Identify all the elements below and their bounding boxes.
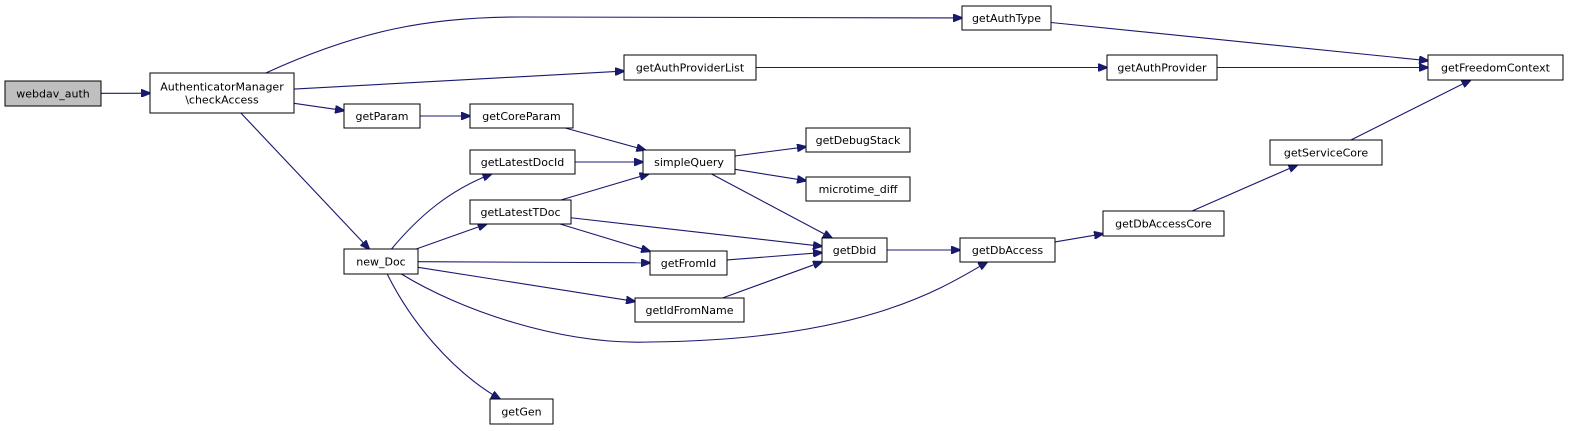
node-webdav_auth[interactable]: webdav_auth — [4, 80, 102, 107]
edge-checkAccess-to-getAuthProviderList — [293, 71, 624, 90]
node-getGen[interactable]: getGen — [489, 398, 554, 425]
node-box[interactable] — [649, 250, 728, 276]
node-box[interactable] — [805, 176, 911, 202]
edge-getCoreParam-to-simpleQuery — [565, 127, 645, 150]
node-getDbid[interactable]: getDbid — [821, 237, 888, 263]
node-box[interactable] — [469, 103, 574, 129]
node-box[interactable] — [149, 72, 295, 114]
node-label: webdav_auth — [16, 88, 90, 101]
node-label: getIdFromName — [646, 304, 734, 317]
edge-new_Doc-to-getLatestDocId — [391, 174, 491, 250]
node-box[interactable] — [4, 80, 102, 107]
node-label: getLatestDocId — [481, 156, 565, 169]
node-label: getDebugStack — [816, 134, 901, 147]
node-microtime_diff[interactable]: microtime_diff — [805, 176, 911, 202]
edges-layer — [100, 17, 1471, 399]
edge-getLatestTDoc-to-getDbid — [570, 217, 822, 247]
nodes-layer: webdav_auth AuthenticatorManager\checkAcc… — [4, 5, 1564, 425]
node-getLatestTDoc[interactable]: getLatestTDoc — [469, 199, 572, 225]
edge-new_Doc-to-getDbAccess — [401, 262, 987, 343]
edge-simpleQuery-to-microtime_diff — [734, 168, 806, 180]
node-label: getGen — [501, 406, 541, 419]
node-getAuthProvider[interactable]: getAuthProvider — [1106, 54, 1218, 81]
edge-checkAccess-to-getParam — [293, 102, 344, 110]
node-getLatestDocId[interactable]: getLatestDocId — [469, 149, 576, 175]
node-getServiceCore[interactable]: getServiceCore — [1269, 139, 1383, 166]
edge-getLatestTDoc-to-simpleQuery — [560, 174, 649, 201]
node-box[interactable] — [961, 5, 1052, 31]
node-getFromId[interactable]: getFromId — [649, 250, 728, 276]
edge-checkAccess-to-new_Doc — [240, 112, 369, 249]
node-label: microtime_diff — [819, 183, 898, 196]
node-label: getCoreParam — [482, 110, 560, 123]
edge-new_Doc-to-getFromId — [417, 262, 650, 263]
edge-getAuthType-to-getFreedomContext — [1050, 21, 1428, 61]
edge-new_Doc-to-getIdFromName — [417, 266, 635, 301]
node-getFreedomContext[interactable]: getFreedomContext — [1427, 54, 1564, 81]
node-label: getFromId — [661, 257, 717, 270]
edge-getServiceCore-to-getFreedomContext — [1350, 80, 1471, 141]
node-label: new_Doc — [356, 256, 405, 269]
node-getDbAccessCore[interactable]: getDbAccessCore — [1102, 210, 1225, 237]
node-label: getAuthType — [972, 12, 1041, 25]
node-getDbAccess[interactable]: getDbAccess — [959, 237, 1056, 263]
edge-getDbAccessCore-to-getServiceCore — [1191, 165, 1297, 212]
node-label: \checkAccess — [185, 94, 259, 107]
node-box[interactable] — [489, 398, 554, 425]
node-box[interactable] — [959, 237, 1056, 263]
node-box[interactable] — [805, 127, 911, 153]
edge-getFromId-to-getDbid — [726, 253, 822, 261]
node-label: getServiceCore — [1284, 147, 1368, 160]
node-simpleQuery[interactable]: simpleQuery — [642, 149, 736, 175]
node-box[interactable] — [634, 297, 745, 323]
node-label: getDbAccess — [972, 244, 1043, 257]
node-getAuthType[interactable]: getAuthType — [961, 5, 1052, 31]
node-box[interactable] — [343, 248, 419, 275]
edge-simpleQuery-to-getDbid — [711, 173, 832, 238]
node-box[interactable] — [1427, 54, 1564, 81]
node-box[interactable] — [469, 149, 576, 175]
node-label: getLatestTDoc — [480, 206, 560, 219]
node-label: getAuthProvider — [1117, 62, 1207, 75]
node-label: getDbid — [833, 244, 877, 257]
node-label: getFreedomContext — [1441, 62, 1551, 75]
edge-new_Doc-to-getLatestTDoc — [416, 224, 486, 250]
edge-getLatestTDoc-to-getFromId — [559, 223, 650, 251]
node-label: simpleQuery — [654, 156, 724, 169]
node-box[interactable] — [343, 103, 421, 129]
node-box[interactable] — [1269, 139, 1383, 166]
edge-getIdFromName-to-getDbid — [722, 262, 823, 299]
node-box[interactable] — [642, 149, 736, 175]
edge-getDbAccess-to-getDbAccessCore — [1054, 234, 1103, 243]
node-label: getParam — [356, 110, 409, 123]
edge-new_Doc-to-getGen — [386, 273, 500, 399]
node-label: getDbAccessCore — [1115, 218, 1212, 231]
node-box[interactable] — [1102, 210, 1225, 237]
node-getCoreParam[interactable]: getCoreParam — [469, 103, 574, 129]
node-label: AuthenticatorManager — [160, 81, 284, 94]
node-getParam[interactable]: getParam — [343, 103, 421, 129]
node-box[interactable] — [469, 199, 572, 225]
node-getDebugStack[interactable]: getDebugStack — [805, 127, 911, 153]
node-checkAccess[interactable]: AuthenticatorManager\checkAccess — [149, 72, 295, 114]
node-box[interactable] — [821, 237, 888, 263]
node-getIdFromName[interactable]: getIdFromName — [634, 297, 745, 323]
edge-simpleQuery-to-getDebugStack — [734, 147, 806, 157]
node-box[interactable] — [1106, 54, 1218, 81]
node-new_Doc[interactable]: new_Doc — [343, 248, 419, 275]
node-getAuthProviderList[interactable]: getAuthProviderList — [623, 54, 757, 81]
node-box[interactable] — [623, 54, 757, 81]
node-label: getAuthProviderList — [636, 62, 745, 75]
edge-checkAccess-to-getAuthType — [265, 17, 962, 74]
